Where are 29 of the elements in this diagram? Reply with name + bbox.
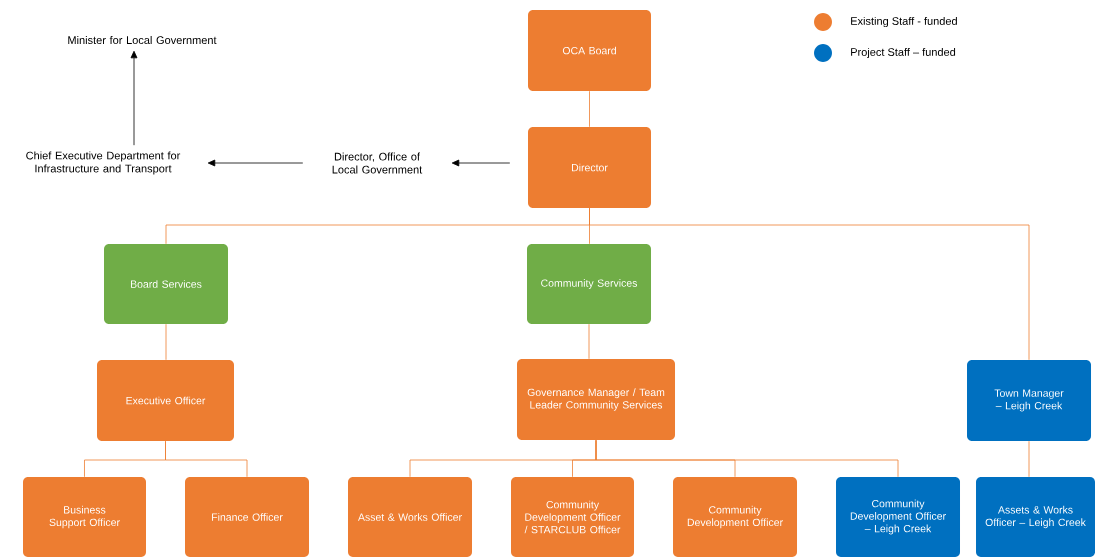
role-box: Community Development Officer – Leigh Creek bbox=[836, 477, 960, 557]
connector-line bbox=[165, 440, 248, 478]
label-text: Minister for Local Government bbox=[68, 35, 217, 45]
role-box: Finance Officer bbox=[185, 477, 309, 557]
role-box: Town Manager – Leigh Creek bbox=[967, 360, 1091, 441]
role-box: Executive Officer bbox=[97, 360, 234, 441]
label-text: Chief Executive Department for Infrastructure and Transport bbox=[26, 151, 181, 175]
role-box: OCA Board bbox=[528, 10, 651, 91]
role-box: Community Development Officer / STARCLUB Officer bbox=[511, 477, 634, 557]
role-box: Community Services bbox=[527, 244, 651, 324]
connector-line bbox=[165, 323, 167, 361]
arrow bbox=[451, 159, 511, 167]
connector-line bbox=[589, 207, 1030, 361]
arrow bbox=[207, 159, 304, 167]
role-box: Assets & Works Officer – Leigh Creek bbox=[976, 477, 1095, 557]
legend-text: Project Staff – funded bbox=[851, 47, 956, 59]
arrow bbox=[130, 50, 138, 146]
role-box: Director bbox=[528, 127, 651, 208]
label-text: Director, Office of Local Government bbox=[332, 152, 423, 174]
connector-line bbox=[1028, 440, 1030, 478]
role-box: Governance Manager / Team Leader Community Services bbox=[517, 359, 675, 440]
role-box: Business Support Officer bbox=[23, 477, 146, 557]
role-box: Asset & Works Officer bbox=[348, 477, 472, 557]
connector-line bbox=[595, 439, 899, 478]
connector-line bbox=[589, 90, 590, 128]
connector-line bbox=[588, 323, 590, 360]
role-box: Board Services bbox=[104, 244, 228, 324]
legend-text: Existing Staff - funded bbox=[851, 16, 957, 28]
role-box: Community Development Officer bbox=[673, 477, 797, 557]
